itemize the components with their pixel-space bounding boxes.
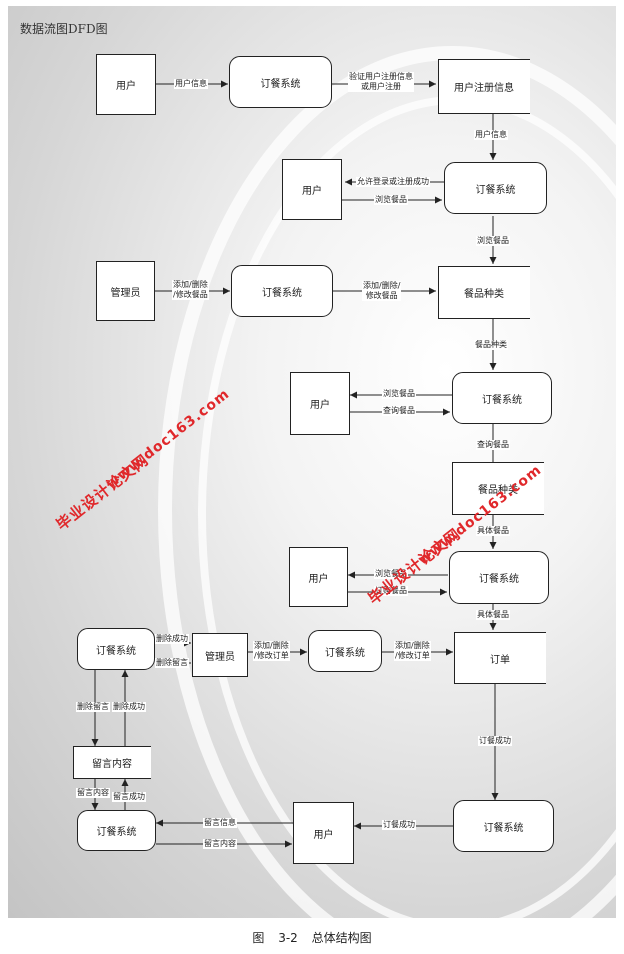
user-entity-1: 用户 xyxy=(96,54,156,115)
flow-label-specific-food-1: 具体餐品 xyxy=(476,526,510,536)
user-register-store: 用户注册信息 xyxy=(438,59,530,114)
order-system-process-9-label: 订餐系统 xyxy=(483,822,524,834)
user-entity-1-label: 用户 xyxy=(116,81,136,92)
user-entity-4: 用户 xyxy=(289,547,348,607)
figure-caption: 图 3-2 总体结构图 xyxy=(252,931,372,945)
flow-label-specific-food-2: 具体餐品 xyxy=(476,610,510,620)
orders-store-label: 订单 xyxy=(490,654,510,666)
food-category-store-label: 餐品种类 xyxy=(464,289,504,300)
flow-label-browse-food-1: 浏览餐品 xyxy=(374,195,408,205)
admin-entity-1-label: 管理员 xyxy=(110,287,141,299)
order-system-process-4: 订餐系统 xyxy=(452,372,552,424)
flow-label-delete-message-1: 删除留言 xyxy=(155,658,189,668)
flow-label-leave-success: 留言成功 xyxy=(112,792,146,802)
order-system-process-1-label: 订餐系统 xyxy=(260,78,301,90)
flow-label-user-info-2: 用户信息 xyxy=(474,130,508,140)
flow-label-system-add-delete-order: 添加/删除 /修改订单 xyxy=(394,641,431,661)
flow-label-query-food-2: 查询餐品 xyxy=(476,440,510,450)
orders-store: 订单 xyxy=(454,632,546,684)
flow-label-browse-food-3: 浏览餐品 xyxy=(382,389,416,399)
flow-label-browse-food-2: 浏览餐品 xyxy=(476,236,510,246)
admin-entity-1: 管理员 xyxy=(96,261,155,321)
flow-label-message-content: 留言内容 xyxy=(203,839,237,849)
flow-label-message-info: 留言信息 xyxy=(203,818,237,828)
user-entity-5: 用户 xyxy=(293,802,354,864)
admin-entity-2: 管理员 xyxy=(192,633,248,677)
user-entity-4-label: 用户 xyxy=(308,573,329,585)
order-system-process-8-label: 订餐系统 xyxy=(96,827,137,838)
flow-label-admin-add-delete-order: 添加/删除 /修改订单 xyxy=(253,641,290,661)
food-store-label: 餐品种类 xyxy=(478,485,518,496)
flow-label-order-success-1: 订餐成功 xyxy=(382,820,416,830)
order-system-process-3: 订餐系统 xyxy=(231,265,333,317)
flow-label-food-category: 餐品种类 xyxy=(474,340,508,350)
order-system-process-8: 订餐系统 xyxy=(77,810,156,851)
flow-label-query-food-1: 查询餐品 xyxy=(382,406,416,416)
admin-entity-2-label: 管理员 xyxy=(205,651,235,663)
order-system-process-7: 订餐系统 xyxy=(308,630,382,672)
user-register-store-label: 用户注册信息 xyxy=(454,83,514,94)
user-entity-3-label: 用户 xyxy=(310,400,330,411)
flow-label-order-success-2: 订餐成功 xyxy=(478,736,512,746)
flow-label-user-info-1: 用户信息 xyxy=(174,79,208,89)
order-system-process-3-label: 订餐系统 xyxy=(262,287,302,299)
order-system-process-6: 订餐系统 xyxy=(77,628,155,670)
user-entity-2: 用户 xyxy=(282,159,342,220)
order-system-process-9: 订餐系统 xyxy=(453,800,554,852)
order-system-process-5-label: 订餐系统 xyxy=(479,574,519,585)
diagram-canvas: 数据流图DFD图 xyxy=(8,6,616,918)
user-entity-5-label: 用户 xyxy=(313,829,334,841)
flow-label-allow-login: 允许登录或注册成功 xyxy=(356,177,430,187)
flow-label-delete-success-2: 删除成功 xyxy=(112,702,146,712)
flow-label-order-food: 订购餐品 xyxy=(374,586,408,596)
flow-label-system-add-delete-food: 添加/删除/ 修改餐品 xyxy=(362,281,402,301)
flow-label-verify-register: 验证用户注册信息 或用户注册 xyxy=(348,72,414,92)
flow-label-delete-message-2: 删除留言 xyxy=(76,702,110,712)
flow-label-delete-success-1: 删除成功 xyxy=(155,634,189,644)
order-system-process-6-label: 订餐系统 xyxy=(96,645,136,657)
flow-label-message-info-short: 留言内容 xyxy=(76,788,110,798)
order-system-process-2: 订餐系统 xyxy=(444,162,547,214)
food-category-store: 餐品种类 xyxy=(438,266,530,319)
page-title: 数据流图DFD图 xyxy=(20,22,108,36)
order-system-process-2-label: 订餐系统 xyxy=(475,184,516,196)
user-entity-3: 用户 xyxy=(290,372,350,435)
order-system-process-1: 订餐系统 xyxy=(229,56,332,108)
order-system-process-5: 订餐系统 xyxy=(449,551,549,604)
order-system-process-7-label: 订餐系统 xyxy=(325,647,365,659)
user-entity-2-label: 用户 xyxy=(302,186,322,197)
message-store: 留言内容 xyxy=(73,746,151,779)
flow-label-browse-food-4: 浏览餐品 xyxy=(374,569,408,579)
food-store: 餐品种类 xyxy=(452,462,544,515)
message-store-label: 留言内容 xyxy=(92,759,132,770)
flow-label-admin-add-delete-food: 添加/删除 /修改餐品 xyxy=(172,280,209,300)
order-system-process-4-label: 订餐系统 xyxy=(482,394,522,406)
